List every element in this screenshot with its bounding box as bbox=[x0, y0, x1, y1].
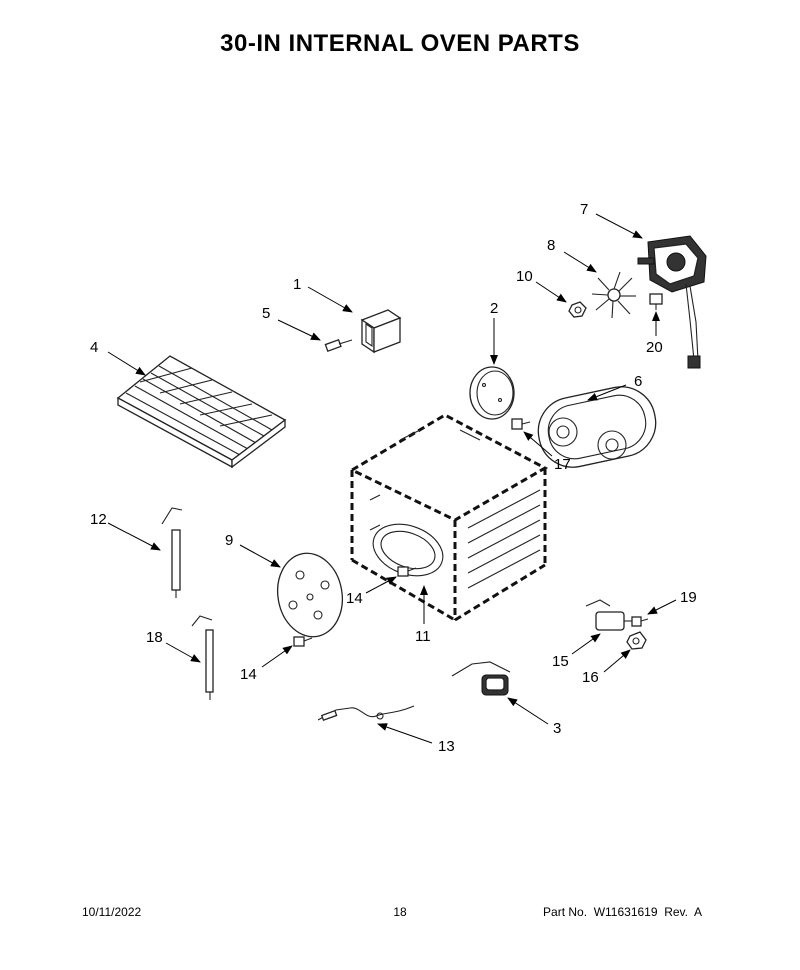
callout-9: 9 bbox=[225, 532, 233, 549]
screw-part-5 bbox=[324, 338, 353, 352]
callout-17: 17 bbox=[554, 456, 571, 473]
footer-page-number: 18 bbox=[393, 905, 407, 919]
callout-19: 19 bbox=[680, 589, 697, 606]
callout-14b: 14 bbox=[240, 666, 257, 683]
screw-part-14-cavity bbox=[397, 566, 417, 577]
coil-part bbox=[451, 661, 511, 696]
assembly-part-15 bbox=[585, 599, 632, 631]
page-title: 30-IN INTERNAL OVEN PARTS bbox=[220, 30, 580, 57]
oven-rack-part bbox=[116, 355, 287, 469]
sensor-part-18 bbox=[191, 615, 214, 700]
screw-part-20 bbox=[649, 293, 663, 310]
screw-part-17 bbox=[511, 418, 531, 430]
disc-part bbox=[469, 366, 515, 420]
callout-2: 2 bbox=[490, 300, 498, 317]
callout-20: 20 bbox=[646, 339, 663, 356]
footer-date: 10/11/2022 bbox=[82, 905, 142, 919]
fan-blade-part bbox=[591, 271, 636, 319]
screw-part-19 bbox=[631, 616, 649, 627]
callout-1: 1 bbox=[293, 276, 301, 293]
oven-cavity-part bbox=[348, 413, 549, 622]
convection-cover-part bbox=[537, 386, 657, 468]
leader-lines bbox=[107, 213, 677, 744]
convection-motor-part bbox=[637, 235, 707, 369]
nut-part-16 bbox=[626, 631, 647, 650]
callout-18: 18 bbox=[146, 629, 163, 646]
callout-13: 13 bbox=[438, 738, 455, 755]
screw-part-14-plate bbox=[293, 636, 313, 647]
meat-probe-part bbox=[317, 705, 415, 722]
round-plate-part bbox=[277, 552, 343, 638]
callout-16: 16 bbox=[582, 669, 599, 686]
callout-11: 11 bbox=[415, 628, 431, 645]
callout-6: 6 bbox=[634, 373, 642, 390]
nut-part-10 bbox=[568, 301, 587, 318]
callout-10: 10 bbox=[516, 268, 533, 285]
callout-3: 3 bbox=[553, 720, 561, 737]
callout-5: 5 bbox=[262, 305, 270, 322]
footer-part-number: Part No. W11631619 Rev. A bbox=[543, 905, 702, 919]
bracket-part bbox=[360, 309, 402, 354]
callout-14a: 14 bbox=[346, 590, 363, 607]
callout-8: 8 bbox=[547, 237, 555, 254]
callout-4: 4 bbox=[90, 339, 98, 356]
callout-12: 12 bbox=[90, 511, 107, 528]
sensor-part-12 bbox=[161, 507, 183, 598]
callout-15: 15 bbox=[552, 653, 569, 670]
callout-7: 7 bbox=[580, 201, 588, 218]
